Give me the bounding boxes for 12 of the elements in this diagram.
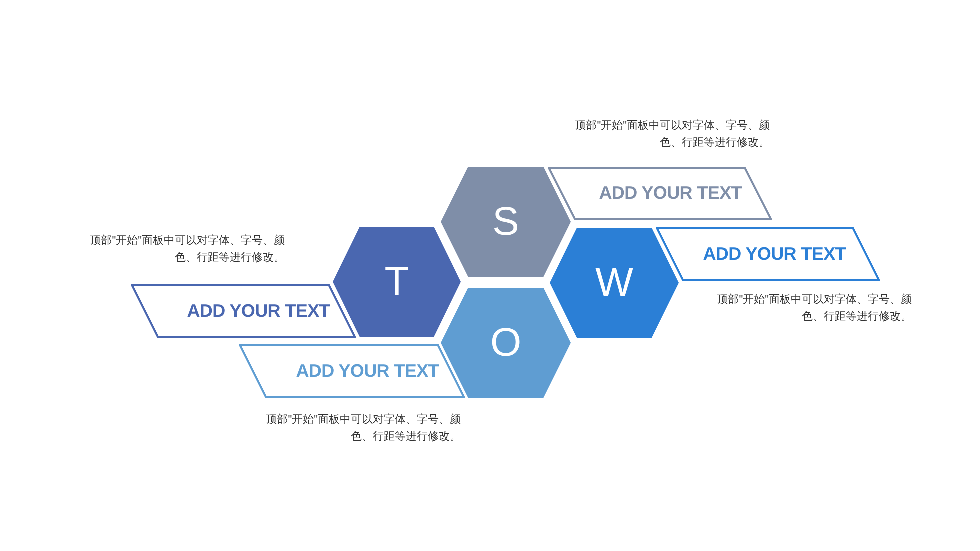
hexagon-letter: T	[384, 262, 410, 302]
description-text: 顶部"开始"面板中可以对字体、字号、颜色、行距等进行修改。	[574, 118, 770, 151]
hexagon-letter: O	[490, 323, 522, 363]
description-text: 顶部"开始"面板中可以对字体、字号、颜色、行距等进行修改。	[716, 292, 912, 325]
hexagon-letter: W	[596, 263, 634, 303]
description-text: 顶部"开始"面板中可以对字体、字号、颜色、行距等进行修改。	[89, 234, 285, 266]
description-text: 顶部"开始"面板中可以对字体、字号、颜色、行距等进行修改。	[265, 412, 461, 445]
title-text: ADD YOUR TEXT	[296, 360, 439, 382]
title-text: ADD YOUR TEXT	[187, 300, 330, 322]
title-text: ADD YOUR TEXT	[703, 242, 846, 266]
hexagon-letter: S	[492, 202, 520, 242]
title-text: ADD YOUR TEXT	[599, 182, 742, 205]
